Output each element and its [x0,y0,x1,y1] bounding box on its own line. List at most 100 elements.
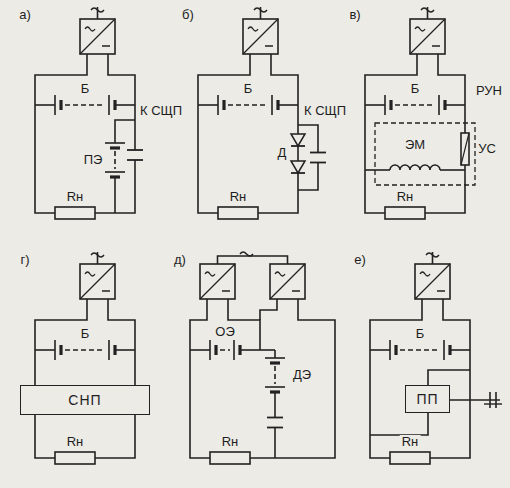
wire [228,104,268,106]
contact-plate [127,149,143,151]
dc-mark [432,45,440,47]
rectifier-diagonal [80,264,115,299]
component-label: Rн [65,435,86,449]
rectifier-box [410,19,445,54]
wire [35,349,55,351]
component-label: К СЩП [302,104,348,118]
wire [190,349,210,351]
component-label: Rн [228,190,249,204]
wire [35,104,55,106]
wire [428,370,470,385]
component-label: К СЩП [138,104,184,118]
rectifier-box [415,264,450,299]
wire [400,349,440,351]
component-label: УС [476,142,498,156]
ac-mark [205,272,215,276]
wire [445,104,465,106]
wire [370,299,470,458]
wire [220,349,230,351]
ac-input-symbol [240,252,253,256]
resistor-symbol [218,207,258,219]
ac-mark [85,272,95,276]
wire [317,163,319,176]
wire [218,256,288,264]
rectifier-diagonal [80,19,115,54]
component-label: Б [242,82,255,96]
battery-cell [59,345,62,355]
battery-cell [233,340,235,360]
diode-bar [291,145,305,147]
unit-name: СНП [68,392,101,408]
rectifier-box [80,19,115,54]
battery-cell [222,100,225,110]
wire [198,54,298,213]
component-label: Rн [65,190,86,204]
ac-mark [420,272,430,276]
circuit-panel [370,252,502,464]
diode-symbol [291,134,305,146]
dc-mark [292,290,300,292]
wire [115,349,135,351]
dc-mark [102,290,110,292]
battery-cell [105,171,125,173]
circuit-panel [35,252,135,464]
dc-mark [437,290,445,292]
battery-cell [108,95,110,115]
unit-box: ПП [405,385,450,413]
wire [114,151,116,169]
diode-symbol [291,161,305,173]
battery-cell [110,146,120,149]
component-label: Б [414,327,427,341]
panel-letter: в) [347,8,362,22]
rectifier-diagonal [410,19,445,54]
wire [108,299,135,385]
wire [35,54,135,213]
circuit-panel [35,7,143,219]
component-label: Rн [220,435,241,449]
output-terminal [495,392,497,408]
output-terminal [484,403,502,404]
battery-cell [271,95,273,115]
component-label: ЭМ [403,138,427,152]
panel-letter: б) [180,8,196,22]
component-label: ОЭ [213,325,236,339]
wire [115,120,135,135]
wire [260,349,275,351]
ac-input-symbol [91,253,104,257]
wire [274,440,276,458]
panel-letter: а) [17,8,33,22]
control-coil [461,133,469,165]
wire [365,104,385,106]
resistor-symbol [55,207,95,219]
wire [450,349,470,351]
battery-cell [265,386,285,388]
ac-input-symbol [426,253,439,257]
ac-input-symbol [254,8,267,12]
wire [274,400,276,405]
battery-cell [105,142,125,144]
rectifier-diagonal [200,264,235,299]
panel-letter: г) [18,253,31,267]
panel-letter: д) [172,253,188,267]
battery-cell [443,340,445,360]
wire [440,169,465,171]
battery-cell [384,95,386,115]
wire [108,54,135,130]
wire [115,104,135,106]
battery-cell [389,100,392,110]
resistor-symbol [385,207,425,219]
wire [190,299,335,458]
battery-cell [265,357,285,359]
battery-cell [270,361,280,364]
circuit-panel [365,7,475,219]
rectifier-diagonal [243,19,278,54]
dc-mark [102,45,110,47]
wire [134,160,136,180]
wire [450,399,500,401]
wire [298,125,318,140]
wire [240,349,260,351]
wire [365,169,390,171]
battery-cell [59,100,62,110]
rectifier-diagonal [415,264,450,299]
wire [395,104,435,106]
